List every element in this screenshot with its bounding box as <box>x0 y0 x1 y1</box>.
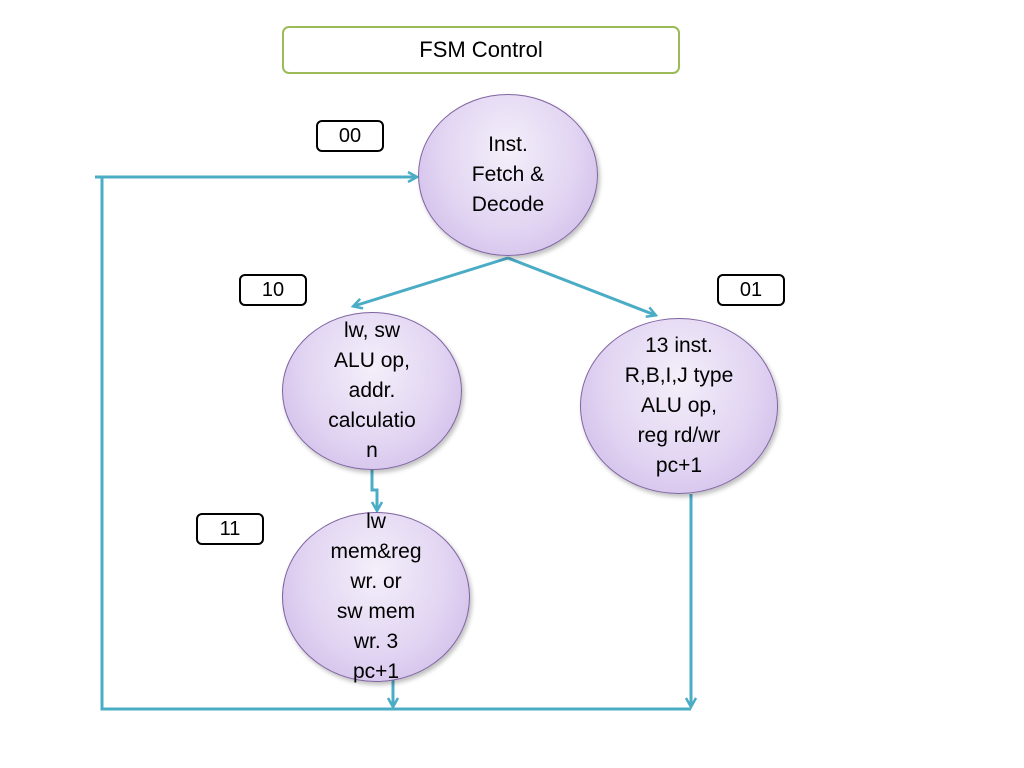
state-code-addr: 10 <box>239 274 307 306</box>
state-node-mem: lw mem&reg wr. or sw mem wr. 3 pc+1 <box>282 510 470 683</box>
state-node-rtype: 13 inst. R,B,I,J type ALU op, reg rd/wr … <box>580 318 778 494</box>
diagram-title: FSM Control <box>282 26 680 74</box>
state-code-mem: 11 <box>196 513 264 545</box>
state-node-addr: lw, sw ALU op, addr. calculatio n <box>282 312 462 470</box>
arrow-addr-to-mem <box>370 470 377 510</box>
state-code-rtype: 01 <box>717 274 785 306</box>
state-node-fetch: Inst. Fetch & Decode <box>418 94 598 256</box>
arrow-fetch-to-rtype <box>507 256 655 315</box>
state-text-fetch: Inst. Fetch & Decode <box>471 133 545 216</box>
arrow-fetch-to-addr <box>354 256 509 306</box>
state-text-mem: lw mem&reg wr. or sw mem wr. 3 pc+1 <box>330 510 422 683</box>
state-text-addr: lw, sw ALU op, addr. calculatio n <box>328 319 416 462</box>
state-code-fetch: 00 <box>316 120 384 152</box>
state-text-rtype: 13 inst. R,B,I,J type ALU op, reg rd/wr … <box>624 334 734 477</box>
arrow-return-to-fetch <box>95 177 691 711</box>
